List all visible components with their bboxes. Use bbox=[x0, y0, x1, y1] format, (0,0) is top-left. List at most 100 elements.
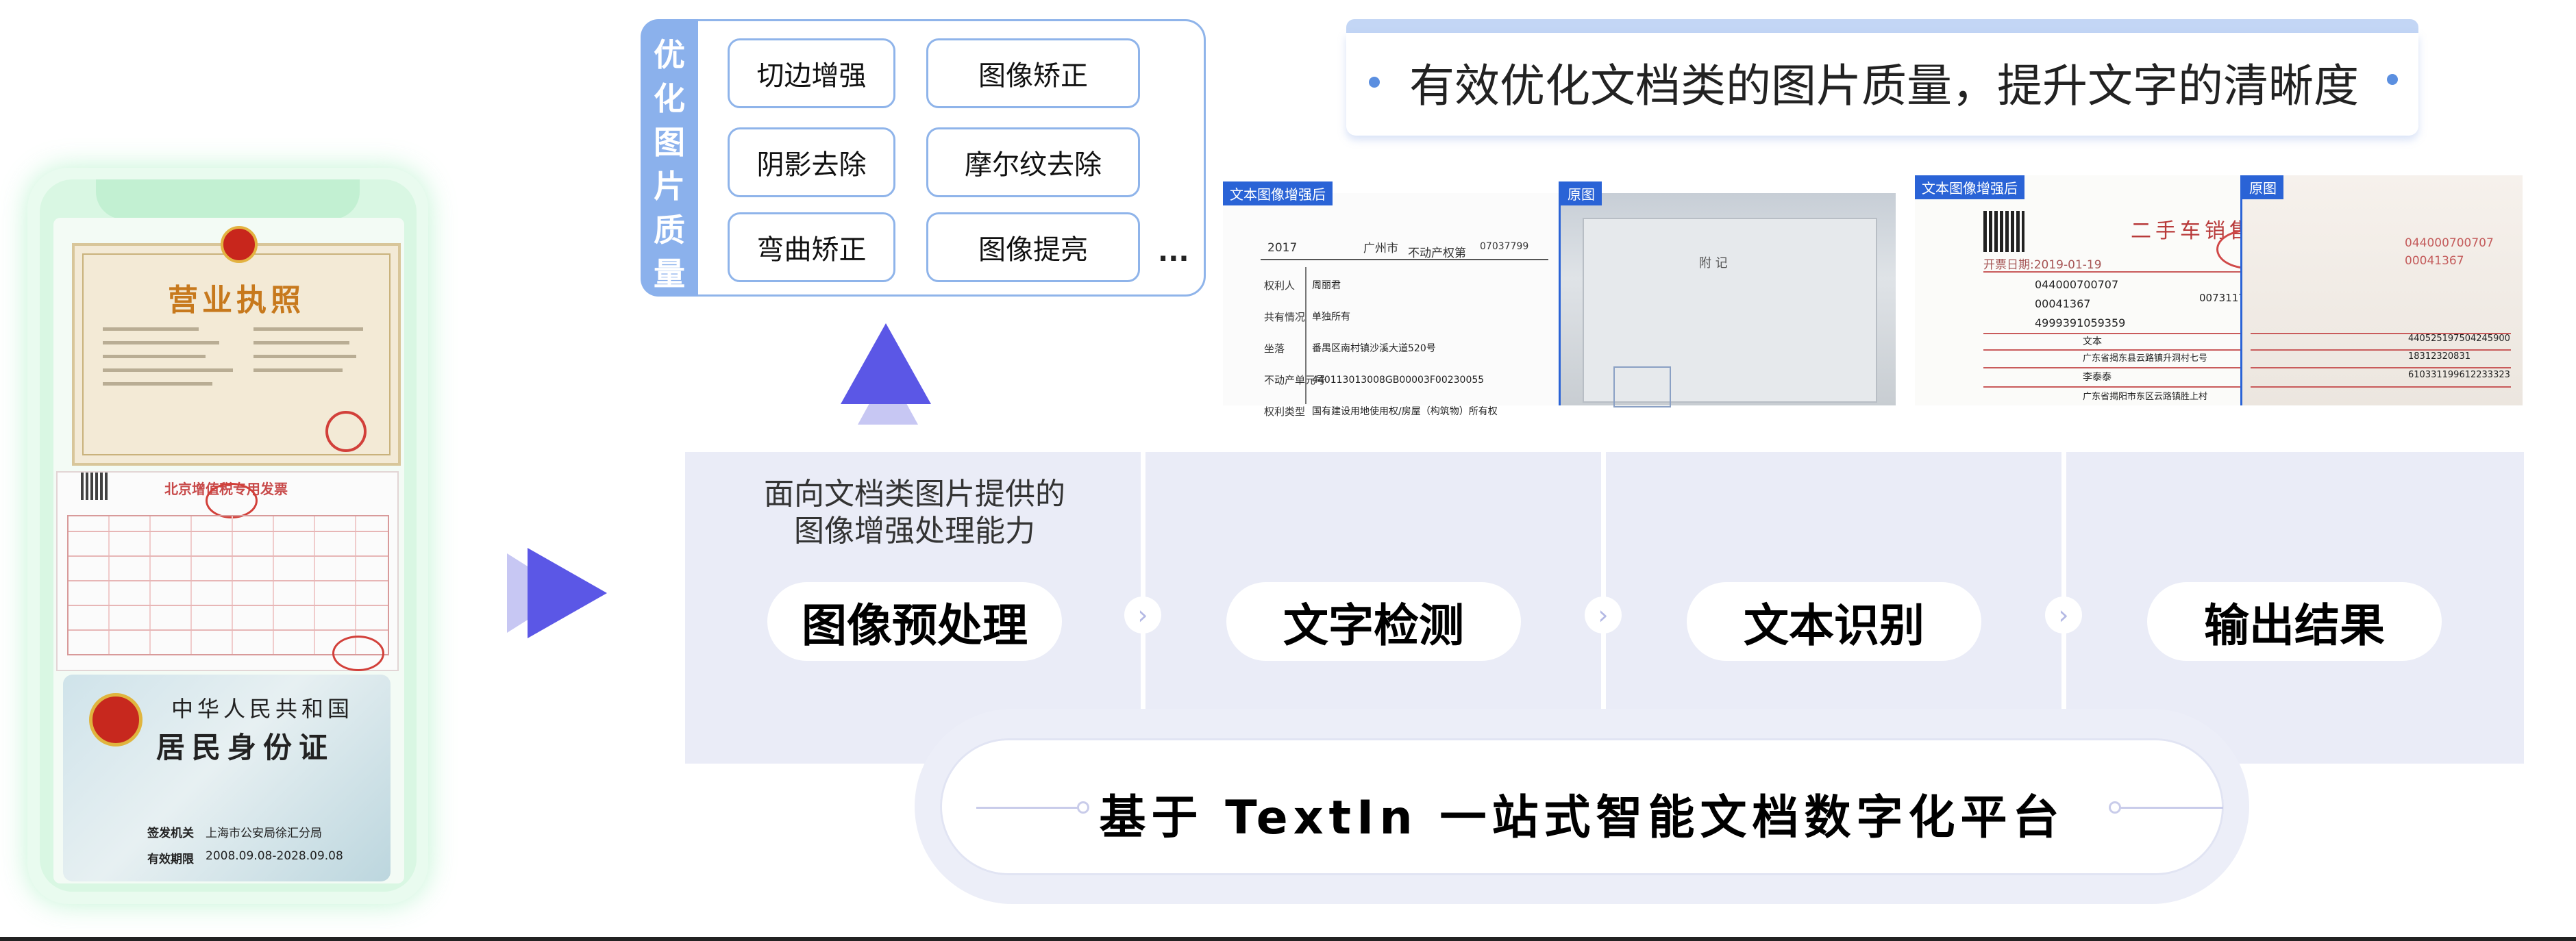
platform-banner bbox=[940, 738, 2224, 875]
compare-divider bbox=[2240, 175, 2242, 405]
doc-number: 07037799 bbox=[1480, 241, 1529, 252]
doc-header: 不动产权第 bbox=[1408, 247, 1466, 260]
doc-city: 广州市 bbox=[1363, 242, 1398, 255]
invoice-buyer: 文本 bbox=[2083, 336, 2102, 347]
original-tag: 原图 bbox=[2242, 175, 2283, 199]
license-text-line bbox=[253, 341, 349, 344]
original-doc-page bbox=[1583, 218, 1877, 403]
invoice-rule bbox=[1983, 367, 2244, 368]
invoice-rule bbox=[2251, 333, 2511, 334]
option-moire-removal: 摩尔纹去除 bbox=[926, 127, 1140, 197]
invoice-rule bbox=[2251, 386, 2511, 388]
optimization-panel-sidebar bbox=[641, 19, 698, 297]
invoice-buyer-address: 广东省揭东县云路镇升洞村七号 bbox=[2083, 353, 2208, 364]
option-edge-enhance: 切边增强 bbox=[728, 38, 895, 108]
invoice-code-right-group: 044000700707 00041367 bbox=[2405, 234, 2494, 270]
headline-banner-top bbox=[1346, 19, 2418, 34]
car-invoice-date: 开票日期:2019-01-19 bbox=[1983, 258, 2102, 272]
id-card-country: 中华人民共和国 bbox=[171, 696, 354, 722]
doc-field-value: 国有建设用地使用权/房屋（构筑物）所有权 bbox=[1312, 406, 1498, 417]
option-image-brighten: 图像提亮 bbox=[926, 212, 1140, 282]
invoice-rule bbox=[1983, 271, 2244, 273]
stage-text-detection: 文字检测 bbox=[1226, 582, 1521, 661]
stage-image-preprocess: 图像预处理 bbox=[767, 582, 1062, 661]
invoice-code: 4999391059359 bbox=[2035, 316, 2126, 329]
invoice-rule bbox=[1983, 349, 2244, 351]
more-options-ellipsis: ... bbox=[1158, 236, 1189, 268]
doc-field-value: 单独所有 bbox=[1312, 312, 1350, 323]
enhanced-tag: 文本图像增强后 bbox=[1223, 181, 1333, 205]
chevron-right-icon: › bbox=[2045, 597, 2082, 633]
description-line: 图像增强处理能力 bbox=[794, 514, 1035, 549]
doc-column-divider bbox=[1305, 267, 1306, 404]
invoice-tax-number-2: 610331199612233323 bbox=[2408, 370, 2510, 380]
doc-field-label: 共有情况 bbox=[1264, 311, 1306, 323]
invoice-code: 044000700707 bbox=[2035, 278, 2119, 291]
enhanced-property-doc bbox=[1223, 193, 1559, 405]
original-tag: 原图 bbox=[1561, 181, 1602, 205]
stage-output-result: 输出结果 bbox=[2147, 582, 2442, 661]
invoice-seller-address: 广东省揭阳市东区云路镇胜上村 bbox=[2083, 392, 2208, 402]
license-text-line bbox=[103, 382, 212, 386]
ring-icon bbox=[1077, 801, 1089, 814]
id-card-issuer-label: 签发机关 bbox=[147, 827, 194, 840]
title-char: 优 bbox=[654, 36, 685, 73]
invoice-seal-icon bbox=[206, 483, 258, 518]
option-shadow-removal: 阴影去除 bbox=[728, 127, 895, 197]
car-invoice-codes: 044000700707 00041367 4999391059359 bbox=[2035, 275, 2125, 333]
doc-field-label: 坐落 bbox=[1264, 342, 1285, 355]
license-text-line bbox=[103, 341, 219, 344]
id-card-issuer: 上海市公安局徐汇分局 bbox=[206, 827, 322, 840]
stamp-icon bbox=[1613, 366, 1671, 407]
preprocess-description: 面向文档类图片提供的 图像增强处理能力 bbox=[740, 476, 1089, 550]
license-seal-icon bbox=[325, 411, 367, 452]
license-text-line bbox=[103, 355, 206, 358]
business-license-title: 营业执照 bbox=[168, 283, 305, 318]
title-char: 图 bbox=[654, 124, 685, 161]
platform-banner-line bbox=[2120, 807, 2223, 809]
arrow-up-icon bbox=[841, 323, 931, 404]
chevron-right-icon: › bbox=[1585, 597, 1622, 633]
doc-rule bbox=[1261, 259, 1548, 260]
invoice-code-right: 044000700707 bbox=[2405, 236, 2494, 250]
id-card-validity: 2008.09.08-2028.09.08 bbox=[206, 849, 343, 863]
option-image-correction: 图像矫正 bbox=[926, 38, 1140, 108]
qr-code-icon bbox=[1983, 211, 2024, 252]
invoice-number-right: 00041367 bbox=[2405, 254, 2464, 268]
option-curve-correction: 弯曲矫正 bbox=[728, 212, 895, 282]
doc-field-value: 440113013008GB00003F00230055 bbox=[1312, 375, 1485, 386]
license-text-line bbox=[103, 368, 233, 372]
doc-field-label: 不动产单元号 bbox=[1264, 374, 1326, 386]
doc-field-label: 权利类型 bbox=[1264, 405, 1306, 418]
license-text-line bbox=[103, 327, 199, 331]
compare-divider bbox=[1559, 181, 1561, 405]
invoice-rule bbox=[1983, 386, 2244, 388]
platform-banner-line bbox=[976, 807, 1079, 809]
license-text-line bbox=[253, 368, 343, 372]
phone-notch bbox=[96, 179, 360, 219]
doc-field-label: 权利人 bbox=[1264, 279, 1296, 292]
license-text-line bbox=[253, 327, 363, 331]
doc-year: 2017 bbox=[1267, 241, 1298, 255]
doc-field-values: 周丽君 单独所有 番禺区南村镇沙溪大道520号 440113013008GB00… bbox=[1312, 270, 1498, 427]
headline-banner bbox=[1346, 33, 2418, 136]
invoice-rule bbox=[2251, 349, 2511, 351]
doc-field-value: 周丽君 bbox=[1312, 280, 1341, 291]
doc-field-value: 番禺区南村镇沙溪大道520号 bbox=[1312, 343, 1436, 354]
invoice-seller: 李泰泰 bbox=[2083, 372, 2111, 383]
bullet-dot-icon bbox=[2387, 74, 2398, 85]
id-card-title: 居民身份证 bbox=[156, 731, 335, 764]
national-emblem-icon bbox=[221, 226, 258, 263]
invoice-tax-number: 440525197504245900 bbox=[2408, 334, 2510, 344]
platform-title: 基于 TextIn 一站式智能文档数字化平台 bbox=[1099, 791, 2065, 845]
bullet-dot-icon bbox=[1369, 77, 1380, 88]
chevron-right-icon: › bbox=[1124, 597, 1161, 633]
arrow-right-icon bbox=[528, 548, 607, 638]
optimization-panel-title: 优 化 图 片 质 量 bbox=[641, 33, 698, 296]
stage-text-recognition: 文本识别 bbox=[1687, 582, 1981, 661]
title-char: 片 bbox=[654, 168, 685, 205]
ring-icon bbox=[2109, 801, 2121, 814]
doc-field-labels: 权利人 共有情况 坐落 不动产单元号 权利类型 bbox=[1264, 270, 1326, 427]
invoice-rule bbox=[2251, 367, 2511, 368]
invoice-table bbox=[67, 515, 389, 655]
